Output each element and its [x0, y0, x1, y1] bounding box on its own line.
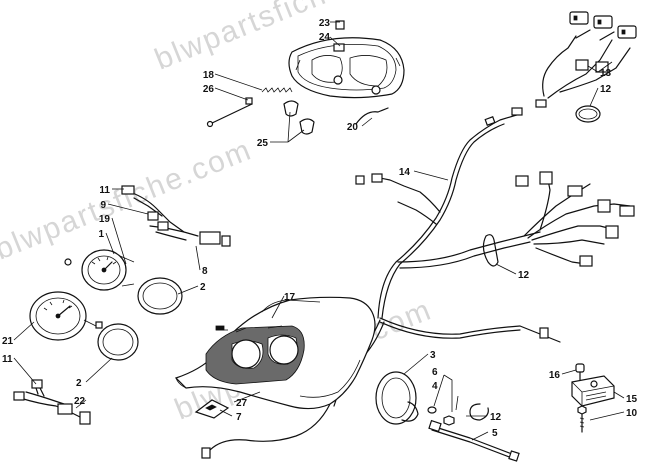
callout-7: 7 [236, 412, 242, 423]
callout-27: 27 [236, 398, 248, 409]
callout-23: 23 [319, 18, 331, 29]
callout-2-upper: 2 [200, 282, 206, 293]
callout-3: 3 [430, 350, 436, 361]
tie-strap-12-top [575, 105, 601, 123]
callout-8: 8 [202, 266, 208, 277]
dash-console [174, 296, 376, 410]
gauge-harness-22 [13, 379, 91, 425]
regulator-15 [571, 375, 615, 407]
callout-12-low: 12 [490, 412, 502, 423]
callout-9: 9 [100, 200, 106, 211]
wire-20 [355, 107, 389, 125]
callout-26: 26 [203, 84, 215, 95]
callout-1: 1 [98, 229, 104, 240]
bulb-socket-right [371, 85, 381, 95]
adjust-screw-26 [206, 97, 253, 128]
callout-14: 14 [399, 167, 411, 178]
connector-bundle-right [515, 171, 635, 267]
gauge-21 [29, 291, 103, 341]
callout-24: 24 [319, 32, 331, 43]
clip-23 [335, 20, 345, 30]
callout-2-lower: 2 [76, 378, 82, 389]
bezel-ring-2-lower [97, 323, 139, 361]
callout-12-mid: 12 [518, 270, 530, 281]
callout-21: 21 [2, 336, 14, 347]
callout-15: 15 [626, 394, 638, 405]
screw-16 [575, 363, 585, 381]
spring-18 [261, 87, 293, 93]
nut-6 [443, 415, 455, 426]
tie-strap-12-mid [482, 234, 499, 267]
callout-22: 22 [74, 396, 86, 407]
callout-10: 10 [626, 408, 638, 419]
callout-25: 25 [257, 138, 269, 149]
gauge-1 [64, 249, 135, 291]
watermark-text-2: blwpartsfiche.com [0, 133, 257, 266]
callout-13: 13 [600, 68, 612, 79]
leader-lines [13, 21, 625, 441]
decal-7 [194, 399, 230, 419]
callout-6: 6 [432, 367, 438, 378]
speedo-cable-5 [428, 419, 520, 462]
headlight-housing [288, 37, 405, 99]
callout-11-low: 11 [2, 354, 13, 365]
callout-12-top: 12 [600, 84, 612, 95]
callout-16: 16 [549, 370, 561, 381]
callout-11-top: 11 [99, 185, 110, 196]
washer-4 [427, 406, 437, 414]
callout-19: 19 [99, 214, 111, 225]
main-harness-14 [201, 99, 561, 459]
connector-group-13 [542, 11, 637, 99]
callout-4: 4 [432, 381, 438, 392]
callout-18: 18 [203, 70, 215, 81]
cable-clamp-3 [375, 371, 419, 425]
gauge-harness-upper [121, 185, 231, 247]
callout-17: 17 [284, 292, 296, 303]
bulb-socket-left [333, 75, 343, 85]
callouts: 23 24 18 26 25 20 13 12 14 11 9 19 1 8 2… [2, 18, 638, 439]
callout-20: 20 [347, 122, 359, 133]
tie-strap-12-low [469, 403, 489, 421]
bolt-10 [577, 405, 587, 433]
clip-24 [333, 43, 345, 52]
bezel-ring-2-upper [137, 277, 183, 315]
watermark-text-1: blwpartsfiche.com [150, 0, 416, 76]
callout-5: 5 [492, 428, 498, 439]
